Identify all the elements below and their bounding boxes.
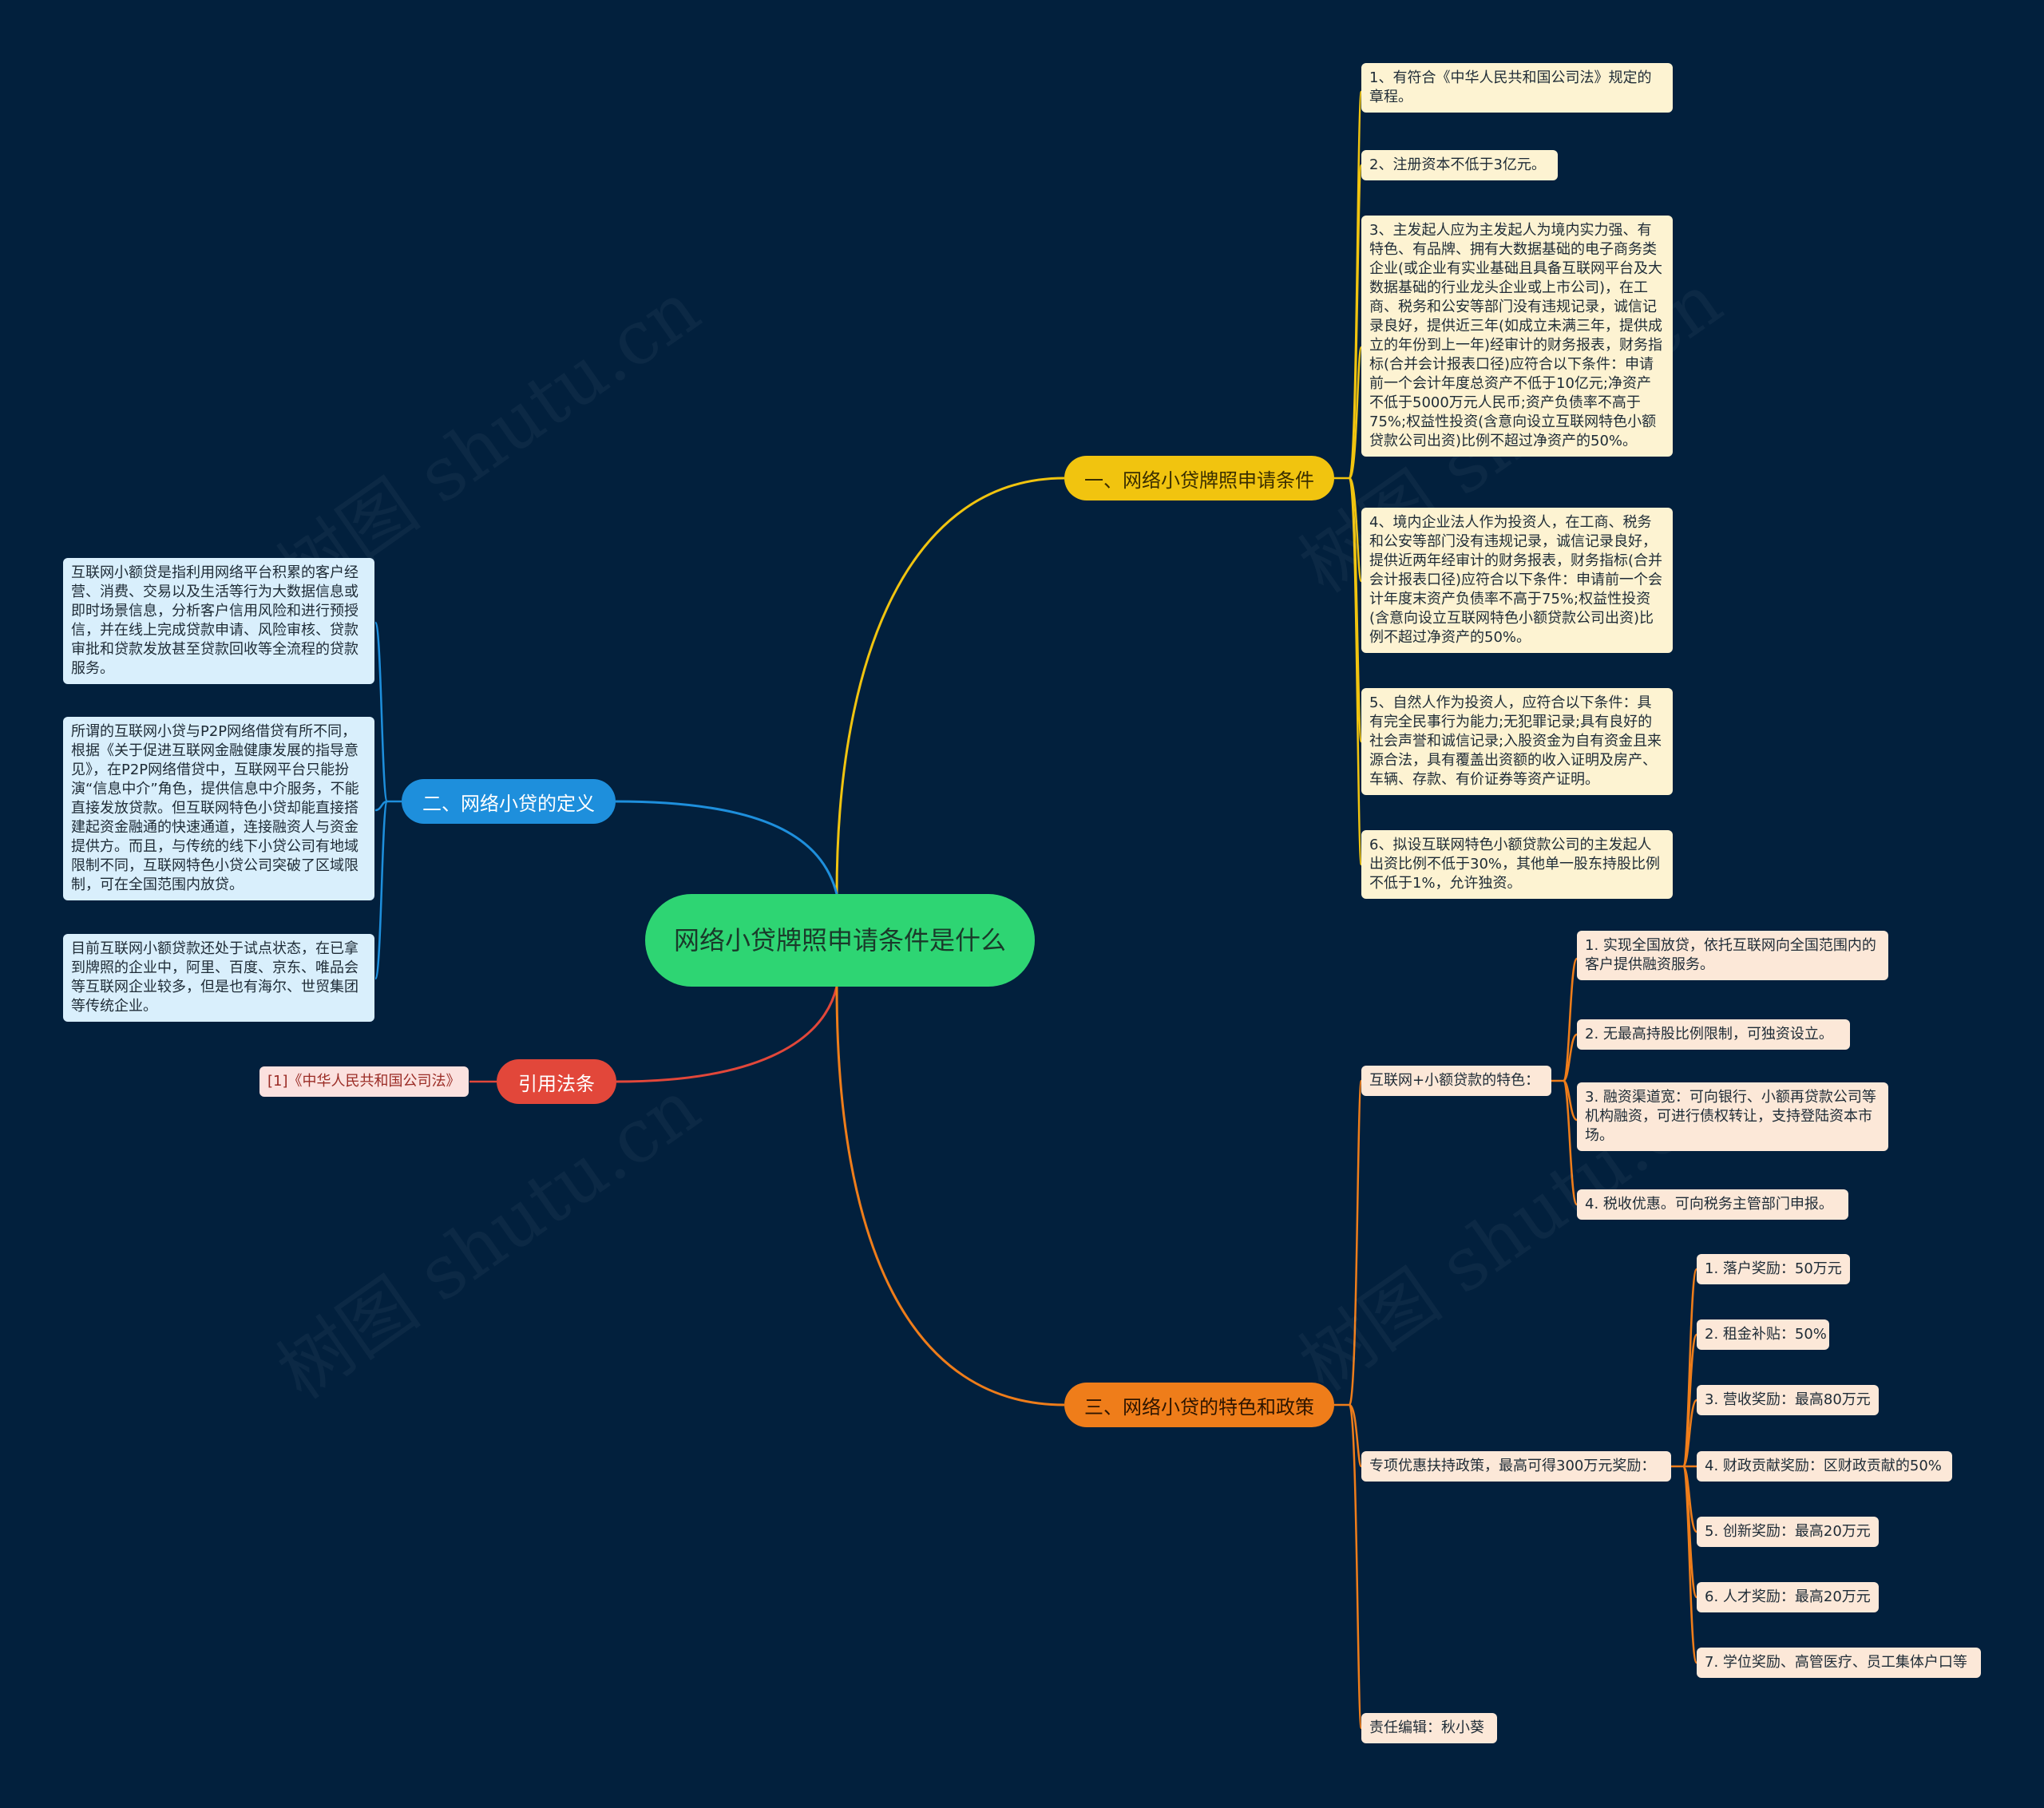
feature-item[interactable]: 2. 无最高持股比例限制，可独资设立。	[1577, 1019, 1850, 1050]
feature-item[interactable]: 1. 实现全国放贷，依托互联网向全国范围内的客户提供融资服务。	[1577, 931, 1888, 980]
policy-item[interactable]: 2. 租金补贴：50%	[1697, 1319, 1829, 1350]
policy-item[interactable]: 7. 学位奖励、高管医疗、员工集体户口等	[1697, 1648, 1981, 1678]
features-title[interactable]: 互联网+小额贷款的特色：	[1361, 1066, 1551, 1096]
condition-item[interactable]: 4、境内企业法人作为投资人，在工商、税务和公安等部门没有违规记录，诚信记录良好，…	[1361, 508, 1673, 653]
definition-item[interactable]: 所谓的互联网小贷与P2P网络借贷有所不同，根据《关于促进互联网金融健康发展的指导…	[63, 717, 374, 900]
policy-item[interactable]: 5. 创新奖励：最高20万元	[1697, 1517, 1879, 1547]
definition-item[interactable]: 目前互联网小额贷款还处于试点状态，在已拿到牌照的企业中，阿里、百度、京东、唯品会…	[63, 934, 374, 1022]
definition-item[interactable]: 互联网小额贷是指利用网络平台积累的客户经营、消费、交易以及生活等行为大数据信息或…	[63, 558, 374, 684]
policy-title[interactable]: 专项优惠扶持政策，最高可得300万元奖励：	[1361, 1451, 1671, 1482]
branch-conditions[interactable]: 一、网络小贷牌照申请条件	[1064, 456, 1334, 500]
editor-note[interactable]: 责任编辑：秋小葵	[1361, 1713, 1497, 1743]
root-topic[interactable]: 网络小贷牌照申请条件是什么	[645, 894, 1035, 987]
link-root-features	[835, 986, 1065, 1406]
policy-item[interactable]: 1. 落户奖励：50万元	[1697, 1254, 1850, 1284]
condition-item[interactable]: 3、主发起人应为主发起人为境内实力强、有特色、有品牌、拥有大数据基础的电子商务类…	[1361, 216, 1673, 457]
condition-item[interactable]: 6、拟设互联网特色小额贷款公司的主发起人出资比例不低于30%，其他单一股东持股比…	[1361, 830, 1673, 899]
policy-item[interactable]: 6. 人才奖励：最高20万元	[1697, 1582, 1879, 1612]
law-item[interactable]: [1]《中华人民共和国公司法》	[259, 1066, 469, 1097]
branch-laws[interactable]: 引用法条	[497, 1059, 616, 1104]
feature-item[interactable]: 4. 税收优惠。可向税务主管部门申报。	[1577, 1189, 1848, 1220]
link-root-conditions	[835, 477, 1065, 895]
policy-item[interactable]: 3. 营收奖励：最高80万元	[1697, 1385, 1879, 1415]
branch-features[interactable]: 三、网络小贷的特色和政策	[1064, 1383, 1334, 1427]
link-root-definition	[615, 800, 838, 895]
feature-item[interactable]: 3. 融资渠道宽：可向银行、小额再贷款公司等机构融资，可进行债权转让，支持登陆资…	[1577, 1082, 1888, 1151]
policy-item[interactable]: 4. 财政贡献奖励：区财政贡献的50%	[1697, 1451, 1952, 1482]
condition-item[interactable]: 5、自然人作为投资人，应符合以下条件：具有完全民事行为能力;无犯罪记录;具有良好…	[1361, 688, 1673, 795]
condition-item[interactable]: 1、有符合《中华人民共和国公司法》规定的章程。	[1361, 63, 1673, 113]
link-root-laws	[616, 986, 838, 1083]
condition-item[interactable]: 2、注册资本不低于3亿元。	[1361, 150, 1558, 180]
branch-definition[interactable]: 二、网络小贷的定义	[402, 779, 616, 824]
